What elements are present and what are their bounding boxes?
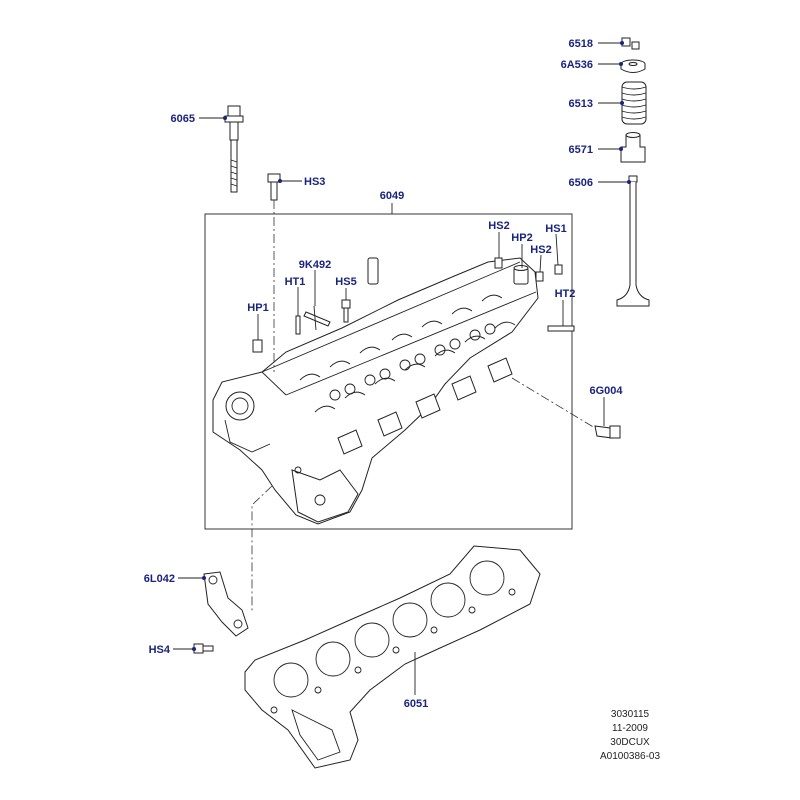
temperature-sensor-6G004 <box>594 425 621 439</box>
stud-HT2 <box>547 325 575 332</box>
reference-line-4: A0100386-03 <box>600 751 660 762</box>
label-HS3: HS3 <box>304 176 325 188</box>
bolt-HS3 <box>267 173 281 201</box>
cylinder-head-assembly-frame <box>204 213 573 530</box>
label-6513: 6513 <box>569 98 593 110</box>
label-6518: 6518 <box>569 38 593 50</box>
label-HS4: HS4 <box>149 644 171 656</box>
label-HT2: HT2 <box>555 288 576 300</box>
head-bolt-6065 <box>224 105 244 193</box>
label-6051: 6051 <box>404 698 428 710</box>
assembly-line-6g004 <box>511 377 596 429</box>
assembly-line-bracket <box>251 485 273 612</box>
label-HP2: HP2 <box>511 232 532 244</box>
reference-line-3: 30DCUX <box>610 737 650 748</box>
label-HS2-top: HS2 <box>488 220 509 232</box>
label-HP1: HP1 <box>247 302 268 314</box>
label-HS1: HS1 <box>545 223 566 235</box>
bracket-6L042 <box>203 571 249 637</box>
cylinder-head-6049 <box>212 257 539 525</box>
spring-retainer-6A536 <box>620 59 646 73</box>
label-9K492: 9K492 <box>299 259 331 271</box>
reference-line-2: 11-2009 <box>612 723 648 734</box>
valve-stem-seal-6571 <box>620 132 646 163</box>
label-6065: 6065 <box>171 113 195 125</box>
head-gasket-6051 <box>244 545 541 769</box>
leader-lines <box>173 41 631 695</box>
plug-HS2-side <box>535 271 544 282</box>
valve-spring-6513 <box>621 81 647 125</box>
label-HS5: HS5 <box>335 276 356 288</box>
label-6L042: 6L042 <box>144 573 175 585</box>
valve-collet-6518 <box>621 37 640 50</box>
plug-HS1 <box>554 264 563 275</box>
reference-line-1: 3030115 <box>611 709 650 720</box>
bolt-HS4 <box>193 643 214 654</box>
plug-HS2-top <box>494 257 503 269</box>
label-HT1: HT1 <box>285 276 306 288</box>
plug-HP2 <box>513 265 529 285</box>
stud-HT1 <box>295 315 301 335</box>
label-HS2-side: HS2 <box>530 244 551 256</box>
label-6049: 6049 <box>380 190 404 202</box>
plug-HP1 <box>252 339 263 353</box>
label-6A536: 6A536 <box>561 59 593 71</box>
stud-9K492 <box>303 305 331 331</box>
label-6571: 6571 <box>569 144 593 156</box>
valve-6506 <box>616 175 650 307</box>
dowel-sleeve <box>367 257 379 285</box>
bolt-HS5 <box>341 299 351 323</box>
label-6506: 6506 <box>569 177 593 189</box>
label-6G004: 6G004 <box>589 385 623 397</box>
